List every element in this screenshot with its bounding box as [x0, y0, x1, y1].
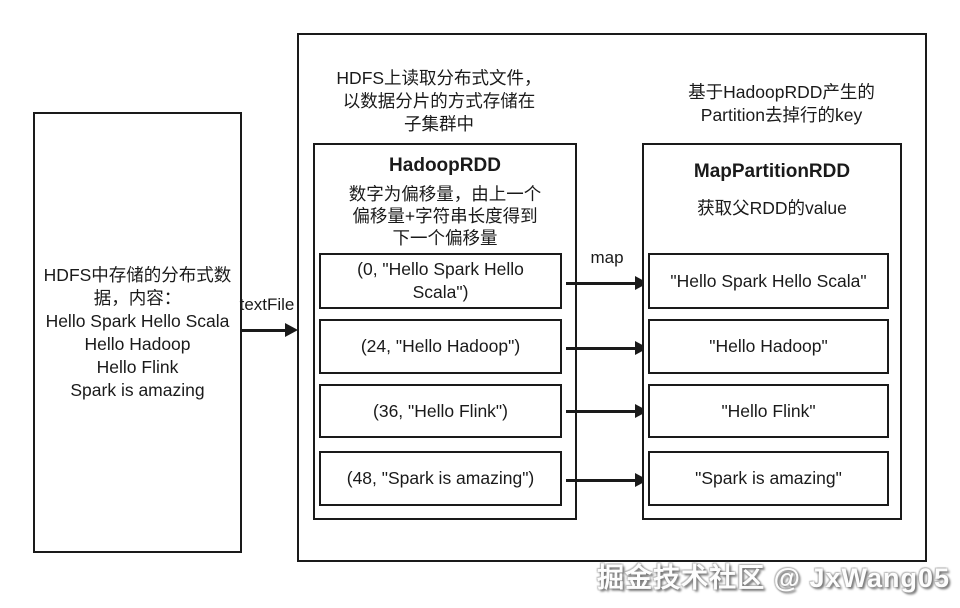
hadoop-rdd-record-2: (24, "Hello Hadoop"): [319, 319, 562, 374]
map-arrow-1: [566, 275, 648, 291]
map-partition-rdd-record-4: "Spark is amazing": [648, 451, 889, 506]
hdfs-source-line: 据，内容：: [93, 287, 182, 308]
hadoop-rdd-description-line: 偏移量+字符串长度得到: [352, 206, 538, 226]
arrow-line: [566, 346, 635, 350]
hadoop-rdd-note-line: HDFS上读取分布式文件，: [336, 68, 542, 88]
map-partition-note: 基于HadoopRDD产生的 Partition去掉行的key: [654, 81, 909, 127]
hdfs-source-box: HDFS中存储的分布式数 据，内容： Hello Spark Hello Sca…: [33, 112, 242, 553]
hdfs-source-line: Spark is amazing: [70, 379, 205, 400]
map-partition-rdd-title: MapPartitionRDD: [693, 161, 851, 182]
hadoop-rdd-note: HDFS上读取分布式文件， 以数据分片的方式存储在 子集群中: [319, 67, 559, 136]
hadoop-rdd-record-4: (48, "Spark is amazing"): [319, 451, 562, 506]
watermark: 掘金技术社区 @ JxWang05: [597, 563, 950, 593]
hdfs-source-text: HDFS中存储的分布式数 据，内容： Hello Spark Hello Sca…: [44, 264, 232, 402]
arrow-head-icon: [285, 323, 298, 337]
map-label: map: [590, 248, 624, 267]
hdfs-source-line: Hello Hadoop: [84, 333, 191, 354]
map-partition-rdd-record-1: "Hello Spark Hello Scala": [648, 253, 889, 309]
arrow-line: [566, 281, 635, 285]
rdd-process-container: HDFS上读取分布式文件， 以数据分片的方式存储在 子集群中 基于HadoopR…: [297, 33, 927, 562]
map-arrow-2: [566, 340, 648, 356]
map-partition-rdd-record-2: "Hello Hadoop": [648, 319, 889, 374]
hadoop-rdd-title: HadoopRDD: [389, 155, 501, 176]
hadoop-rdd-record-3: (36, "Hello Flink"): [319, 384, 562, 438]
hdfs-source-line: Hello Spark Hello Scala: [45, 310, 230, 331]
map-arrow-4: [566, 472, 648, 488]
hadoop-rdd-note-line: 以数据分片的方式存储在: [342, 91, 536, 111]
arrow-line: [242, 328, 285, 332]
map-arrow-3: [566, 403, 648, 419]
map-partition-note-line: Partition去掉行的key: [700, 105, 863, 125]
textfile-arrow: [242, 322, 298, 338]
textfile-label: textFile: [239, 295, 295, 314]
hdfs-source-line: HDFS中存储的分布式数: [43, 264, 232, 285]
hadoop-rdd-note-line: 子集群中: [404, 114, 474, 134]
map-partition-note-line: 基于HadoopRDD产生的: [688, 82, 875, 102]
arrow-line: [566, 409, 635, 413]
hdfs-source-line: Hello Flink: [96, 356, 179, 377]
hadoop-rdd-description: 数字为偏移量，由上一个 偏移量+字符串长度得到 下一个偏移量: [315, 183, 575, 249]
map-partition-rdd-subtitle: 获取父RDD的value: [697, 198, 847, 218]
map-partition-rdd-box: MapPartitionRDD 获取父RDD的value "Hello Spar…: [642, 143, 902, 520]
hadoop-rdd-record-1: (0, "Hello Spark Hello Scala"): [319, 253, 562, 309]
hadoop-rdd-description-line: 数字为偏移量，由上一个: [348, 184, 542, 204]
hadoop-rdd-description-line: 下一个偏移量: [392, 228, 498, 248]
hadoop-rdd-box: HadoopRDD 数字为偏移量，由上一个 偏移量+字符串长度得到 下一个偏移量…: [313, 143, 577, 520]
arrow-line: [566, 478, 635, 482]
map-partition-rdd-record-3: "Hello Flink": [648, 384, 889, 438]
